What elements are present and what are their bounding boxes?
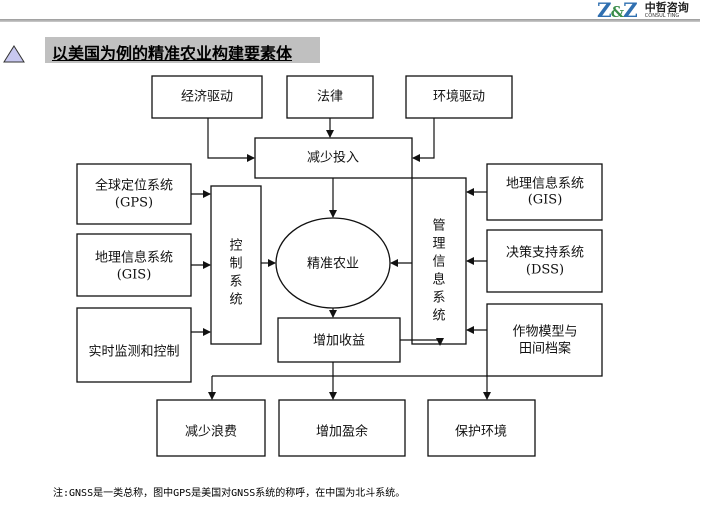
control-char: 统 (229, 293, 242, 308)
monitoring-label: 实时监测和控制 (88, 345, 179, 360)
crop-model-label: 作物模型与 (512, 325, 577, 340)
gis-right-box (486, 163, 603, 221)
center-label: 精准农业 (307, 257, 359, 272)
management-char: 系 (432, 291, 445, 306)
monitoring-box (76, 307, 192, 383)
driver-law-box (286, 75, 374, 119)
outcome-increase-surplus-label: 增加盈余 (316, 424, 368, 440)
outcome-reduce-waste-label: 减少浪费 (185, 425, 237, 440)
management-char: 管 (432, 219, 445, 234)
gis-left-sublabel: (GIS) (117, 268, 152, 283)
control-char: 系 (229, 275, 242, 290)
management-char: 统 (432, 309, 445, 324)
dss-label: 决策支持系统 (506, 245, 584, 261)
gis-left-label: 地理信息系统 (95, 250, 173, 266)
dss-sublabel: (DSS) (526, 263, 564, 278)
driver-environment-label: 环境驱动 (433, 90, 485, 105)
dss-box (486, 229, 603, 293)
header-divider (0, 19, 700, 22)
outcome-reduce-waste-box (156, 399, 266, 457)
control-system-box (210, 185, 262, 345)
gis-right-sublabel: (GIS) (528, 193, 563, 208)
crop-model-sublabel: 田间档案 (519, 342, 571, 357)
logo-mark: Z&Z (597, 0, 638, 22)
management-char: 理 (432, 237, 445, 252)
triangle-bullet-icon (3, 45, 25, 63)
company-logo: Z&Z 中哲咨询 CONSUL TING (597, 0, 689, 22)
logo-en: CONSUL TING (644, 12, 680, 19)
crop-model-box (486, 303, 603, 377)
footnote: 注:GNSS是一类总称，图中GPS是美国对GNSS系统的称呼，在中国为北斗系统。 (53, 488, 406, 499)
connectors (191, 118, 491, 400)
driver-law-label: 法律 (317, 90, 343, 105)
driver-environment-box (405, 75, 513, 119)
control-char: 制 (229, 257, 242, 272)
gps-label: 全球定位系统 (95, 178, 173, 194)
gis-right-label: 地理信息系统 (506, 176, 584, 192)
outcome-increase-surplus-box (278, 399, 406, 457)
logo-cn: 中哲咨询 (644, 0, 689, 14)
outcome-protect-env-box (427, 399, 536, 457)
driver-economic-label: 经济驱动 (181, 90, 233, 105)
title-background (45, 37, 320, 63)
management-char: 信 (432, 255, 445, 270)
driver-economic-box (151, 75, 263, 119)
gps-box (76, 163, 192, 225)
reduce-input-label: 减少投入 (307, 150, 359, 166)
management-char: 息 (432, 272, 445, 288)
increase-income-label: 增加收益 (313, 334, 365, 349)
gps-sublabel: (GPS) (115, 196, 153, 211)
control-char: 控 (229, 239, 242, 254)
reduce-input-box (254, 137, 413, 179)
slide-title: 以美国为例的精准农业构建要素体 (52, 44, 293, 63)
outcome-protect-env-label: 保护环境 (455, 425, 507, 440)
